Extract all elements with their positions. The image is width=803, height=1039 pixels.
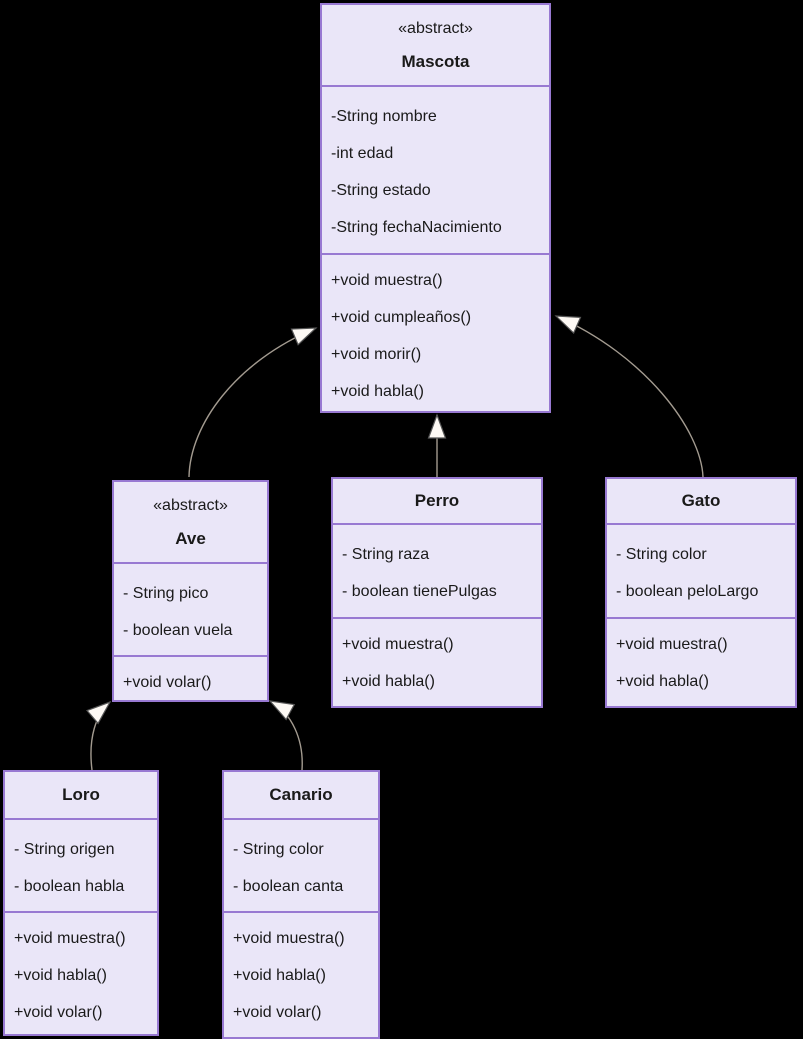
class-header: «abstract» Ave [114, 482, 267, 564]
method: +void muestra() [14, 930, 126, 947]
attributes-section: - String color - boolean peloLargo [607, 525, 795, 619]
method: +void habla() [342, 673, 435, 690]
class-box-perro: Perro - String raza - boolean tienePulga… [331, 477, 543, 708]
method: +void muestra() [331, 272, 443, 289]
class-header: Gato [607, 479, 795, 525]
attribute: - boolean vuela [123, 622, 233, 639]
method: +void habla() [616, 673, 709, 690]
class-box-canario: Canario - String color - boolean canta +… [222, 770, 380, 1039]
method: +void habla() [233, 967, 326, 984]
stereotype-label: «abstract» [398, 19, 473, 37]
method: +void muestra() [233, 930, 345, 947]
attribute: - String color [616, 546, 707, 563]
attributes-section: - String pico - boolean vuela [114, 564, 267, 657]
methods-section: +void volar() [114, 657, 267, 701]
class-box-mascota: «abstract» Mascota -String nombre -int e… [320, 3, 551, 413]
class-name: Gato [681, 491, 721, 510]
method: +void muestra() [616, 636, 728, 653]
methods-section: +void muestra() +void habla() [607, 619, 795, 706]
method: +void volar() [14, 1004, 103, 1021]
attribute: -int edad [331, 145, 394, 162]
attribute: - boolean tienePulgas [342, 583, 497, 600]
attributes-section: - String color - boolean canta [224, 820, 378, 913]
method: +void volar() [233, 1004, 322, 1021]
inheritance-arrow-loro-to-ave [85, 700, 112, 771]
inheritance-arrow-canario-to-ave [268, 700, 303, 771]
attribute: -String estado [331, 182, 431, 199]
attribute: -String nombre [331, 108, 437, 125]
methods-section: +void muestra() +void habla() +void vola… [5, 913, 157, 1034]
attributes-section: - String origen - boolean habla [5, 820, 157, 913]
methods-section: +void muestra() +void cumpleaños() +void… [322, 255, 549, 411]
class-header: Canario [224, 772, 378, 820]
attribute: - boolean habla [14, 878, 125, 895]
class-box-loro: Loro - String origen - boolean habla +vo… [3, 770, 159, 1036]
methods-section: +void muestra() +void habla() +void vola… [224, 913, 378, 1037]
class-header: Loro [5, 772, 157, 820]
attribute: - String color [233, 841, 324, 858]
attribute: - boolean peloLargo [616, 583, 759, 600]
class-name: Canario [269, 785, 333, 804]
method: +void muestra() [342, 636, 454, 653]
class-name: Ave [175, 528, 206, 548]
method: +void cumpleaños() [331, 309, 472, 326]
method: +void habla() [331, 383, 424, 400]
method: +void habla() [14, 967, 107, 984]
class-name: Perro [414, 491, 460, 510]
attributes-section: - String raza - boolean tienePulgas [333, 525, 541, 619]
class-box-ave: «abstract» Ave - String pico - boolean v… [112, 480, 269, 702]
class-header: «abstract» Mascota [322, 5, 549, 87]
attribute: - String raza [342, 546, 430, 563]
class-box-gato: Gato - String color - boolean peloLargo … [605, 477, 797, 708]
methods-section: +void muestra() +void habla() [333, 619, 541, 706]
class-header: Perro [333, 479, 541, 525]
method: +void volar() [123, 674, 212, 691]
attribute: -String fechaNacimiento [331, 219, 502, 236]
attribute: - String pico [123, 585, 209, 602]
stereotype-label: «abstract» [153, 496, 228, 514]
class-name: Mascota [401, 51, 470, 71]
inheritance-arrow-gato-to-mascota [554, 315, 704, 478]
attribute: - String origen [14, 841, 115, 858]
method: +void morir() [331, 346, 422, 363]
attribute: - boolean canta [233, 878, 344, 895]
class-name: Loro [62, 785, 100, 804]
attributes-section: -String nombre -int edad -String estado … [322, 87, 549, 255]
inheritance-arrow-ave-to-mascota [188, 327, 318, 478]
